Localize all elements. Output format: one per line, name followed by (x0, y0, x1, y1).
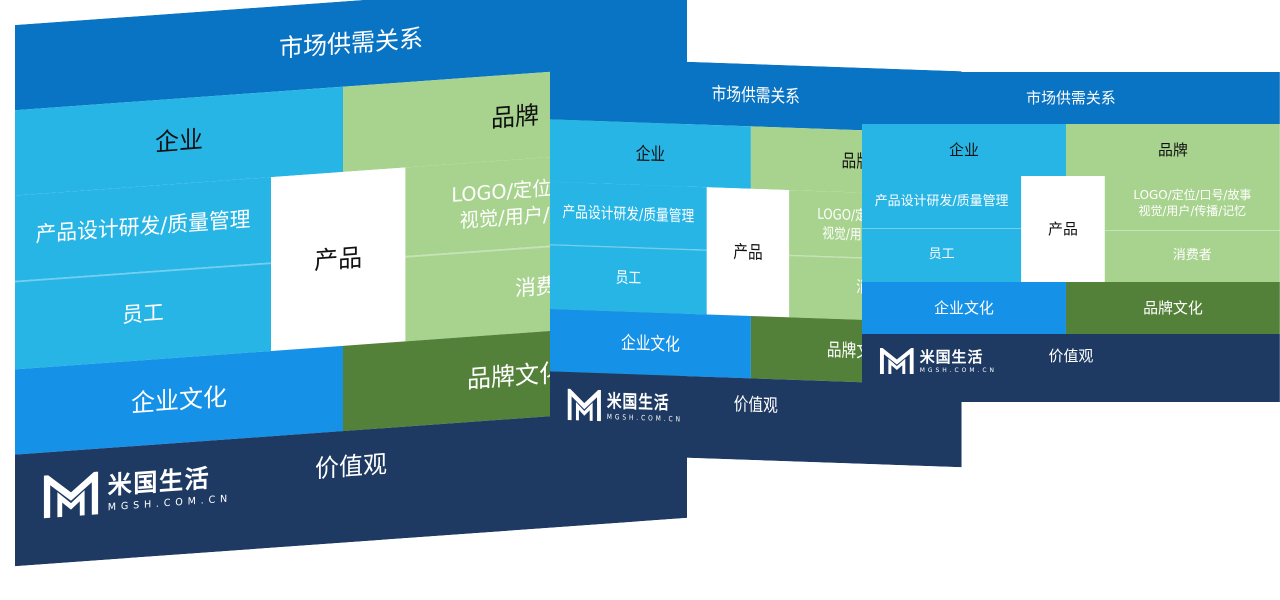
logo-name-en: MGSH.COM.CN (919, 367, 997, 374)
values-cell: 价值观 (862, 334, 1280, 402)
brand-logo: 米国生活 MGSH.COM.CN (43, 462, 232, 522)
employees-cell: 员工 (862, 228, 1022, 282)
brand-elements-cell: LOGO/定位/口号/故事 视觉/用户/传播/记忆 (1104, 176, 1280, 230)
diagram-panel: 市场供需关系 企业 品牌 产品设计研发/质量管理 员工 产品 LOGO/定位/口… (550, 57, 962, 468)
brand-logo: 米国生活 MGSH.COM.CN (567, 386, 683, 427)
enterprise-cell: 企业 (862, 124, 1066, 176)
logo-name-cn: 米国生活 (606, 390, 670, 414)
diagram-panel: 市场供需关系 企业 品牌 产品设计研发/质量管理 员工 产品 LOGO/定位/口… (15, 0, 687, 567)
market-title: 市场供需关系 (862, 72, 1280, 124)
brand-logo: 米国生活 MGSH.COM.CN (879, 345, 997, 376)
employees-cell: 员工 (550, 244, 707, 315)
diagram-panel: 市场供需关系 企业 品牌 产品设计研发/质量管理 员工 产品 LOGO/定位/口… (862, 72, 1280, 402)
brand-cell: 品牌 (1065, 124, 1280, 176)
enterprise-culture-cell: 企业文化 (550, 309, 751, 379)
logo-m-icon (43, 468, 99, 522)
logo-m-icon (879, 345, 914, 376)
logo-name-en: MGSH.COM.CN (606, 412, 683, 425)
enterprise-cell: 企业 (550, 119, 751, 189)
brand-culture-cell: 品牌文化 (1065, 282, 1280, 334)
logo-m-icon (567, 386, 601, 424)
product-cell: 产品 (1021, 176, 1105, 282)
product-cell: 产品 (706, 187, 790, 318)
enterprise-culture-cell: 企业文化 (862, 282, 1066, 334)
logo-name-cn: 米国生活 (919, 348, 984, 366)
design-cell: 产品设计研发/质量管理 (862, 176, 1022, 228)
design-cell: 产品设计研发/质量管理 (550, 181, 707, 250)
product-cell: 产品 (271, 167, 406, 351)
consumers-cell: 消费者 (1104, 230, 1280, 282)
